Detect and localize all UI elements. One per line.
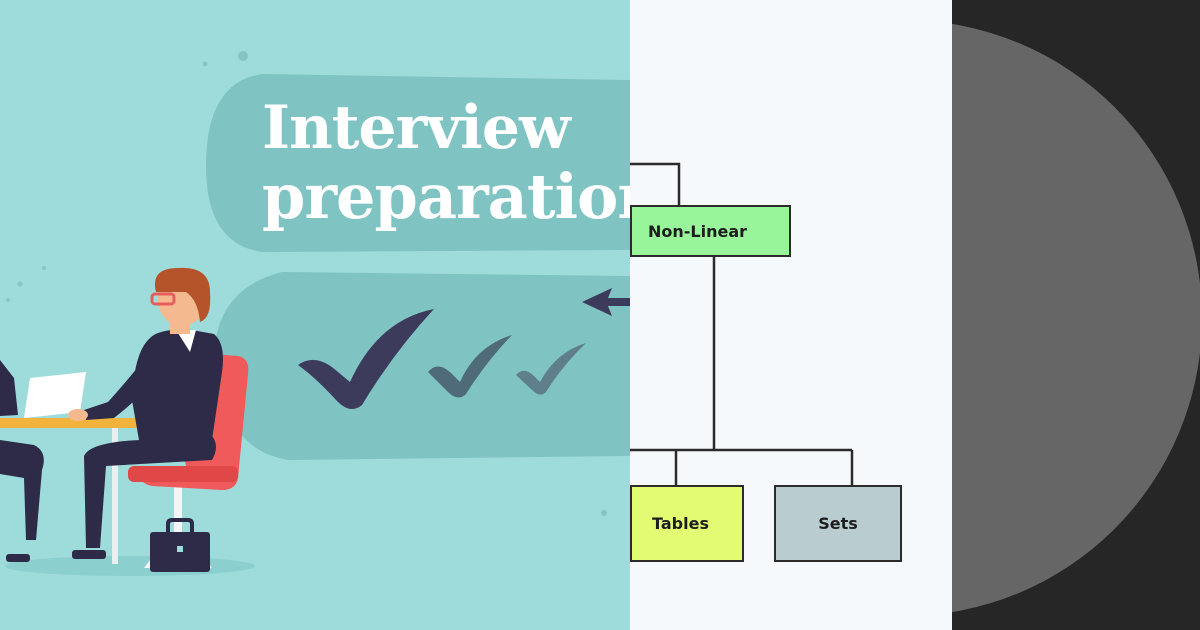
chair-stem bbox=[174, 480, 182, 552]
title-bubble bbox=[206, 74, 630, 252]
candidate-torso bbox=[132, 329, 223, 446]
candidate-collar bbox=[176, 330, 196, 352]
checkmark-icon bbox=[298, 309, 434, 409]
chair-seat bbox=[128, 466, 238, 482]
banner-title-line-1: Interview bbox=[262, 93, 571, 163]
speckle bbox=[601, 510, 607, 516]
tree-node-non-linear: Non-Linear bbox=[630, 205, 791, 257]
floor-shadow bbox=[5, 556, 255, 576]
grey-circle bbox=[952, 23, 1200, 613]
table-top bbox=[0, 418, 140, 428]
candidate-arm bbox=[84, 352, 162, 420]
speckle bbox=[17, 281, 23, 287]
interviewer-shoe bbox=[6, 554, 30, 562]
briefcase-lock bbox=[177, 546, 183, 552]
banner-title-line-2: preparation bbox=[262, 160, 630, 233]
candidate-legs bbox=[84, 436, 216, 548]
connector-line bbox=[630, 162, 681, 205]
interview-banner: Interview preparation bbox=[0, 0, 630, 630]
dark-panel bbox=[952, 0, 1200, 630]
speckle bbox=[42, 266, 46, 270]
candidate-shoe bbox=[72, 550, 106, 559]
interviewer-arm bbox=[0, 360, 18, 416]
arrow-left-icon bbox=[582, 288, 630, 316]
checkmark-icon bbox=[428, 335, 512, 398]
speckle bbox=[238, 51, 248, 61]
tree-diagram: Non-Linear Tables Sets bbox=[630, 0, 952, 630]
banner-illustration bbox=[0, 51, 630, 576]
speckle bbox=[202, 61, 208, 67]
tree-connectors bbox=[630, 162, 854, 485]
interviewer-legs bbox=[0, 440, 44, 540]
tree-node-sets: Sets bbox=[774, 485, 902, 562]
dark-panel-graphic bbox=[952, 23, 1200, 613]
glasses bbox=[150, 292, 176, 306]
speckle bbox=[6, 298, 10, 302]
candidate-hair bbox=[154, 267, 211, 322]
candidate-hand bbox=[68, 409, 88, 421]
table-leg bbox=[112, 428, 118, 564]
tree-node-tables: Tables bbox=[630, 485, 744, 562]
briefcase-handle bbox=[166, 518, 194, 532]
checkmark-icon bbox=[516, 343, 586, 395]
paper bbox=[24, 372, 86, 418]
checkmark-bubble bbox=[213, 272, 630, 460]
